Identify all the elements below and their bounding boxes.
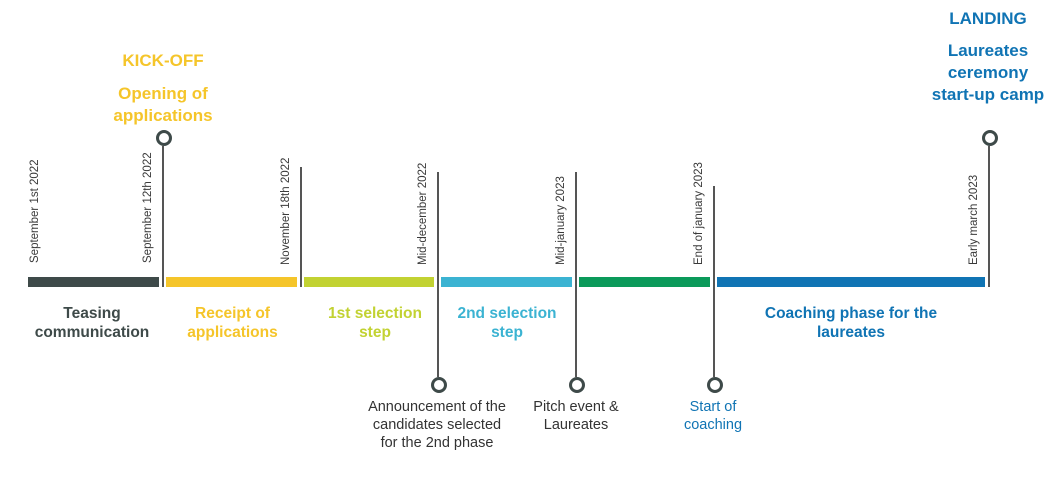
- kickoff-milestone-icon: [156, 130, 172, 146]
- november-tick: [300, 167, 302, 287]
- date-label: Early march 2023: [968, 174, 980, 265]
- end-january-tick: [713, 186, 715, 377]
- event-coaching: Start of coaching: [683, 399, 743, 433]
- event-pitch: Pitch event & Laureates: [533, 399, 619, 433]
- phase-bar-selection-2: [441, 277, 572, 287]
- phase-bar-selection-1: [304, 277, 434, 287]
- date-label: September 1st 2022: [29, 159, 41, 263]
- landing-text: Laureates ceremony start-up camp: [931, 41, 1045, 104]
- phase-label-receipt: Receipt of applications: [187, 305, 278, 341]
- kickoff-text: Opening of applications: [113, 84, 213, 125]
- announcement-milestone-icon: [431, 377, 447, 393]
- phase-bar-receipt: [166, 277, 297, 287]
- event-announcement: Announcement of the candidates selected …: [368, 399, 506, 451]
- phase-label-coaching: Coaching phase for the laureates: [764, 305, 938, 341]
- phase-bar-pitch: [579, 277, 710, 287]
- phase-label-selection-2: 2nd selection step: [457, 305, 557, 341]
- landing-milestone-icon: [982, 130, 998, 146]
- date-label: Mid-december 2022: [417, 162, 429, 265]
- coaching-milestone-icon: [707, 377, 723, 393]
- date-label: November 18th 2022: [280, 157, 292, 265]
- kickoff-title: KICK-OFF: [122, 51, 204, 70]
- phase-bar-teasing: [28, 277, 159, 287]
- phase-label-teasing: Teasing communication: [34, 305, 150, 341]
- landing-title: LANDING: [949, 9, 1027, 28]
- december-tick: [437, 172, 439, 377]
- pitch-milestone-icon: [569, 377, 585, 393]
- date-label: Mid-january 2023: [555, 176, 567, 265]
- january-tick: [575, 172, 577, 377]
- kickoff-tick: [162, 146, 164, 287]
- date-label: September 12th 2022: [142, 152, 154, 263]
- phase-label-selection-1: 1st selection step: [328, 305, 422, 341]
- landing-tick: [988, 146, 990, 287]
- date-label: End of january 2023: [693, 162, 705, 265]
- phase-bar-coaching: [717, 277, 985, 287]
